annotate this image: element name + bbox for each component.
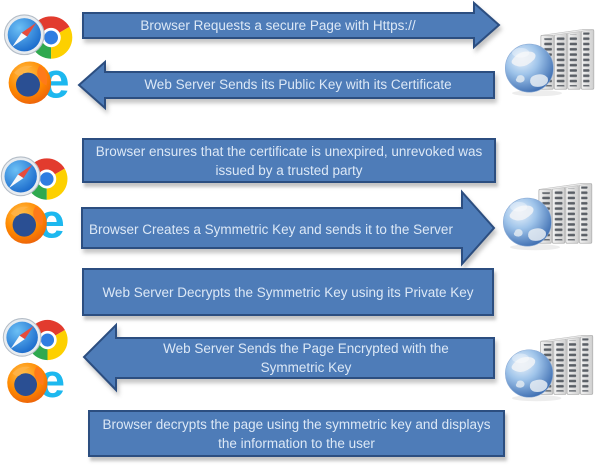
arrow-left-step-2 bbox=[77, 59, 495, 111]
step-2-text: Web Server Sends its Public Key with its… bbox=[144, 77, 452, 92]
web-server-icon-3 bbox=[504, 326, 596, 402]
step-7-text: Browser decrypts the page using the symm… bbox=[102, 416, 491, 451]
web-server-icon-2 bbox=[502, 174, 595, 251]
arrow-right-step-1 bbox=[82, 0, 501, 50]
step-6-text: Web Server Sends the Page Encrypted with… bbox=[163, 341, 449, 375]
browser-icons-1 bbox=[3, 8, 77, 104]
step-6-label: Web Server Sends the Page Encrypted with… bbox=[120, 337, 492, 379]
step-3-box: Browser ensures that the certificate is … bbox=[82, 138, 496, 183]
arrow-left-step-6 bbox=[82, 322, 495, 393]
step-4-label: Browser Creates a Symmetric Key and send… bbox=[86, 208, 456, 250]
step-1-label: Browser Requests a secure Page with Http… bbox=[85, 12, 471, 38]
browser-icons-3 bbox=[2, 312, 72, 403]
step-4-text: Browser Creates a Symmetric Key and send… bbox=[89, 221, 453, 237]
step-7-box: Browser decrypts the page using the symm… bbox=[88, 410, 505, 457]
browser-icons-2 bbox=[0, 150, 72, 244]
step-5-text: Web Server Decrypts the Symmetric Key us… bbox=[102, 284, 474, 300]
step-2-label: Web Server Sends its Public Key with its… bbox=[106, 71, 490, 98]
step-1-text: Browser Requests a secure Page with Http… bbox=[140, 17, 416, 33]
web-server-icon-1 bbox=[504, 20, 597, 97]
step-3-text: Browser ensures that the certificate is … bbox=[95, 143, 483, 178]
arrow-right-step-4 bbox=[81, 189, 496, 267]
step-5-box: Web Server Decrypts the Symmetric Key us… bbox=[82, 268, 494, 316]
